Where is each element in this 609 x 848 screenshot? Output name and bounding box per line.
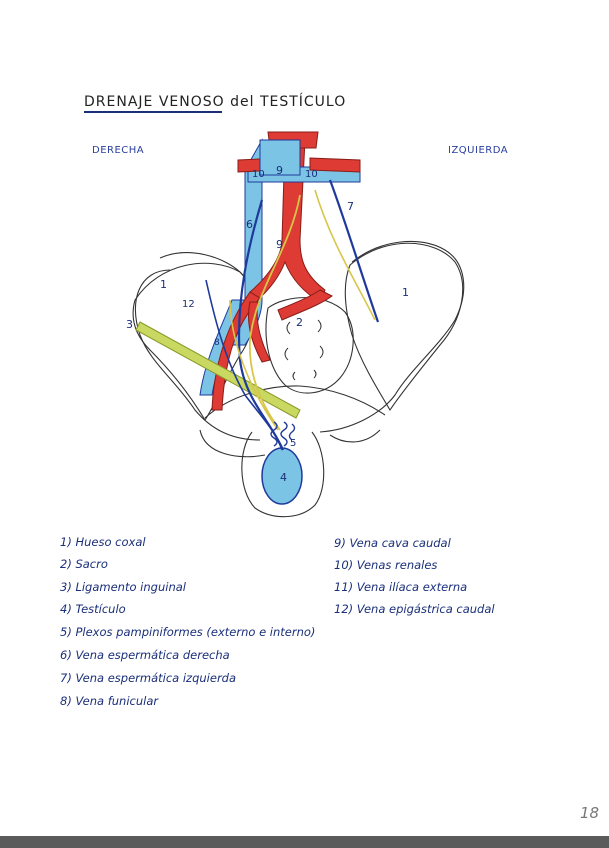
label-8: 8 (214, 338, 220, 348)
label-1-right: 1 (402, 286, 409, 299)
sacral-foramina (285, 320, 323, 380)
legend-item: 7) Vena espermática izquierda (60, 671, 236, 685)
label-10-left: 10 (252, 169, 265, 180)
legend-item: 10) Venas renales (334, 558, 437, 572)
label-6: 6 (246, 218, 253, 231)
label-3: 3 (126, 318, 133, 331)
legend-item: 1) Hueso coxal (60, 535, 146, 549)
page-number: 18 (580, 804, 599, 822)
label-1-left: 1 (160, 278, 167, 291)
legend-item: 2) Sacro (60, 557, 108, 571)
legend-item: 3) Ligamento inguinal (60, 580, 186, 594)
label-4: 4 (280, 471, 287, 484)
scan-edge-bar (0, 836, 609, 848)
label-7: 7 (347, 200, 354, 213)
iliac-artery-left (278, 290, 332, 320)
legend-item: 9) Vena cava caudal (334, 536, 451, 550)
label-9-top: 9 (276, 164, 283, 177)
label-2: 2 (296, 316, 303, 329)
label-5: 5 (290, 438, 296, 449)
legend-item: 6) Vena espermática derecha (60, 648, 230, 662)
legend-item: 11) Vena ilíaca externa (334, 580, 467, 594)
label-10-right: 10 (305, 169, 318, 180)
legend-item: 8) Vena funicular (60, 694, 158, 708)
legend-item: 12) Vena epigástrica caudal (334, 602, 495, 616)
legend-item: 5) Plexos pampiniformes (externo e inter… (60, 625, 315, 639)
legend-item: 4) Testículo (60, 602, 126, 616)
right-coxal-outline (345, 243, 462, 410)
label-9-mid: 9 (276, 238, 283, 251)
label-12: 12 (182, 299, 195, 310)
